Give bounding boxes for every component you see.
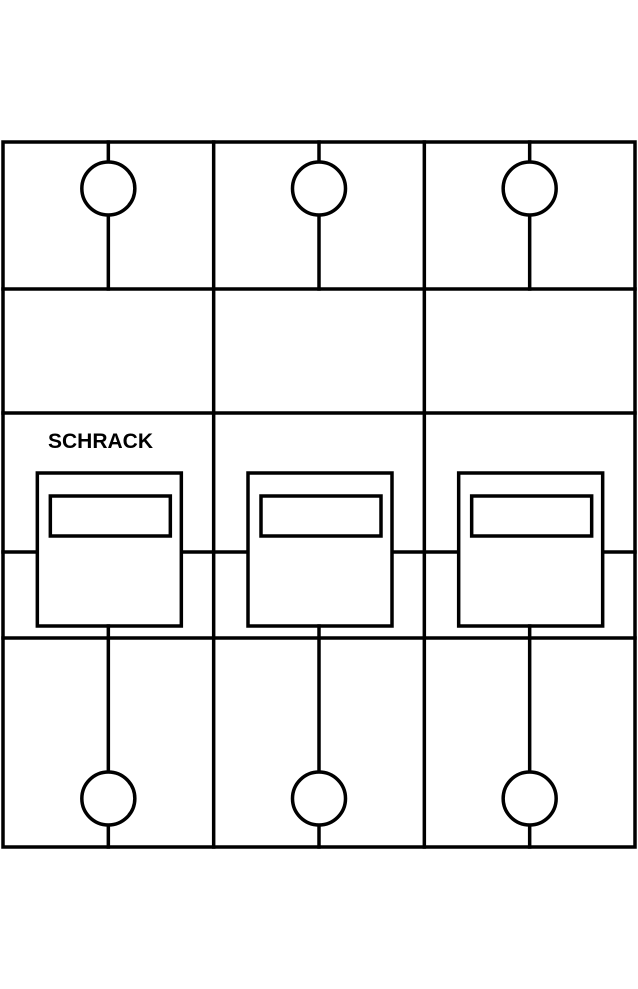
- breaker-poles: [1, 140, 637, 849]
- bottom-terminal: [290, 770, 348, 827]
- top-terminal: [501, 160, 558, 217]
- bottom-terminal: [80, 770, 137, 827]
- breaker-window: [469, 494, 594, 538]
- breaker-window: [48, 494, 173, 538]
- bottom-terminal: [501, 770, 558, 827]
- top-terminal: [80, 160, 137, 217]
- breaker-window: [259, 494, 383, 538]
- top-terminal: [290, 160, 348, 217]
- brand-label: SCHRACK: [48, 430, 153, 453]
